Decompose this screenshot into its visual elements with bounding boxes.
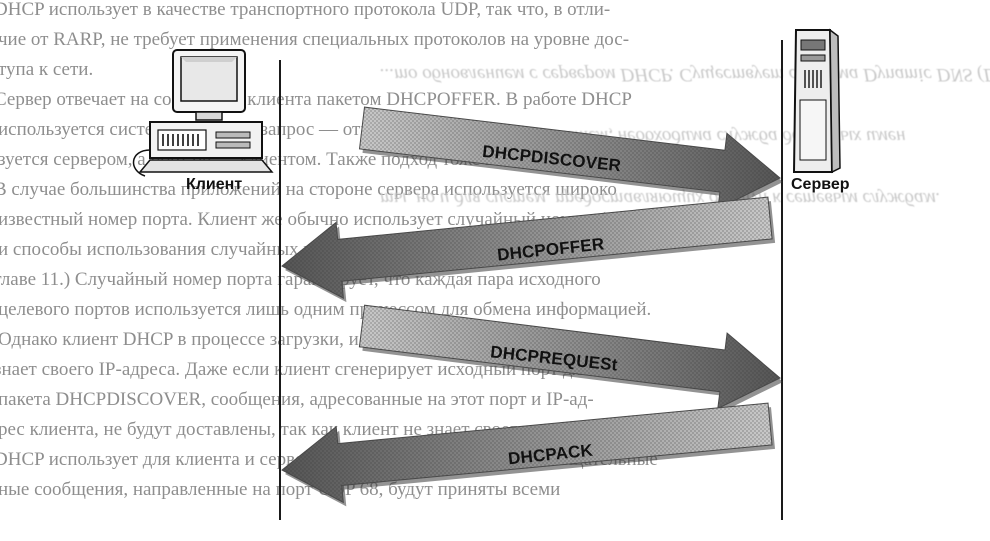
client-computer-icon (132, 49, 274, 177)
server-tower-icon (792, 28, 841, 174)
arrow-halftone (282, 197, 773, 299)
server-label: Сервер (791, 176, 850, 193)
arrow-halftone (359, 107, 780, 209)
arrow-halftone (359, 305, 780, 409)
arrow-halftone (282, 403, 772, 503)
client-label: Клиент (186, 176, 243, 193)
